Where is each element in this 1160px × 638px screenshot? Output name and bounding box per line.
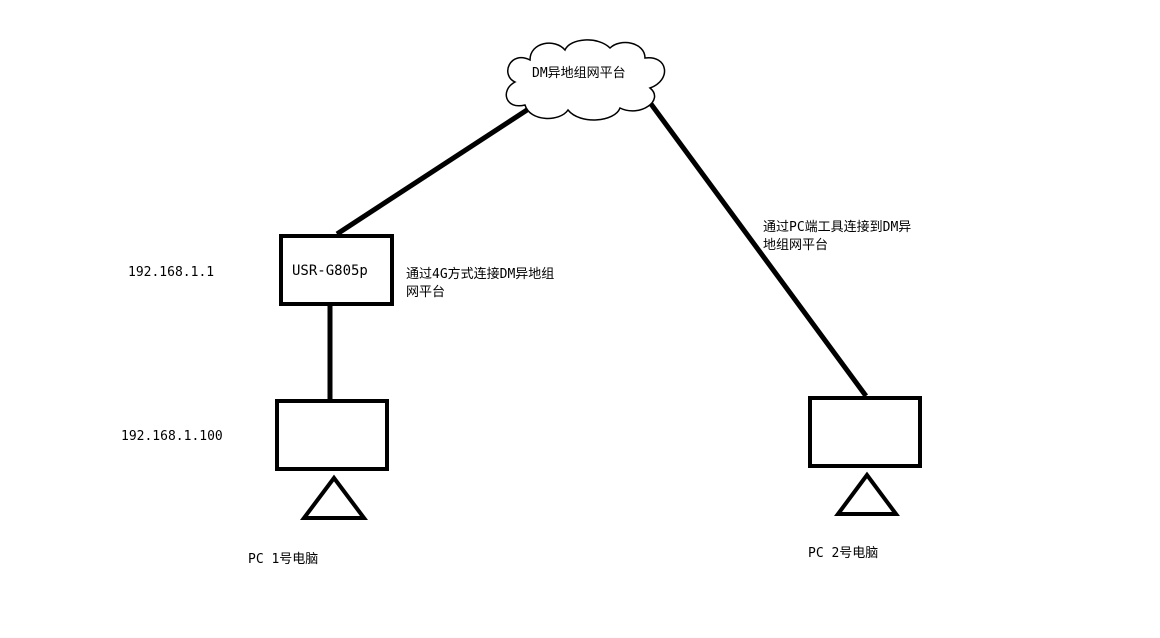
router-ip-label: 192.168.1.1 <box>128 265 215 280</box>
pc1-ip-label: 192.168.1.100 <box>121 429 223 444</box>
router-box <box>279 234 394 306</box>
pc1-name-label: PC 1号电脑 <box>248 552 319 567</box>
link-router-to-cloud <box>335 107 529 237</box>
pc2-name-label: PC 2号电脑 <box>808 546 879 561</box>
cloud-icon <box>505 39 666 121</box>
router-connection-note: 通过4G方式连接DM异地组网平台 <box>406 267 555 300</box>
link-cloud-to-pc2 <box>648 102 869 398</box>
pc2-icon <box>808 396 922 516</box>
router-name-label: USR-G805p <box>292 263 368 279</box>
pc2-connection-note: 通过PC端工具连接到DM异地组网平台 <box>763 220 912 253</box>
cloud-label: DM异地组网平台 <box>532 66 626 81</box>
pc1-icon <box>275 399 389 520</box>
